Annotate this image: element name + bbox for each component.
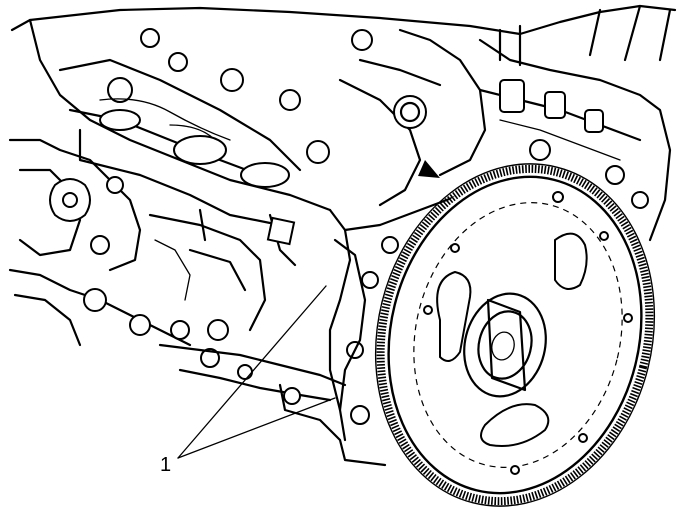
leader-line-lower (177, 397, 336, 459)
rear-block-face-icon (333, 38, 672, 425)
engine-block-icon (10, 4, 677, 442)
front-cover-icon (8, 138, 297, 368)
leader-line-upper (177, 285, 327, 459)
callout-label-1: 1 (160, 454, 171, 476)
oil-pan-rail-icon (158, 343, 387, 467)
callout-1: 1 (160, 285, 336, 476)
flywheel-icon (374, 163, 656, 507)
